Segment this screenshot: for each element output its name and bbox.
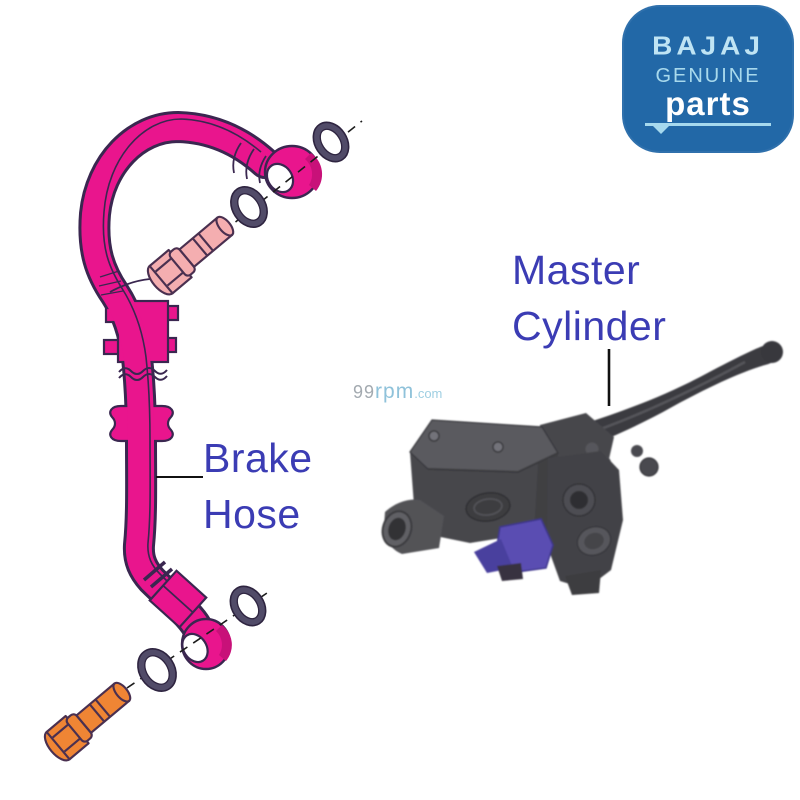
watermark-brand: rpm [375, 380, 415, 403]
logo-genuine-text: GENUINE [655, 65, 761, 87]
sealing-washers [137, 121, 350, 692]
sealing-washer [137, 648, 177, 692]
clamp-cylinder-face [584, 532, 604, 550]
logo-down-arrow-icon [653, 126, 669, 134]
lid-screw [492, 441, 504, 453]
logo-underline [645, 123, 771, 134]
logo-parts-text: parts [665, 85, 751, 122]
reservoir-lid-edge [427, 452, 559, 474]
hose-spring-clip [118, 367, 168, 381]
lid-screws [428, 430, 504, 453]
master-cylinder-label-line1: Master [512, 247, 641, 293]
brake-hose-label-line1: Brake [203, 435, 313, 481]
sight-glass [465, 492, 511, 522]
brake-hose-label-line2: Hose [203, 491, 301, 537]
sealing-washer [230, 186, 268, 228]
banjo-bolt-top [146, 215, 235, 296]
switch-connector-wing [474, 539, 513, 573]
watermark: 99rpm.com [353, 381, 442, 405]
sight-glass-inner [473, 498, 503, 516]
brake-hose-graphic [78, 110, 323, 671]
clamp-body [547, 451, 623, 589]
banjo-eye-top [263, 144, 323, 200]
watermark-tld: .com [414, 386, 443, 401]
mirror-boss-bore [570, 491, 588, 509]
logo-brand-text: BAJAJ [652, 31, 764, 60]
hose-neck-ribs [232, 142, 267, 184]
master-cylinder-photo [381, 341, 783, 595]
assembly-axis-bottom [126, 592, 268, 689]
master-cylinder-label-line2: Cylinder [512, 303, 667, 349]
sealing-washer [312, 121, 350, 163]
banjo-bolt-bottom [43, 681, 132, 762]
hose-joint-hatching [98, 270, 151, 296]
hose-seam-line [102, 118, 262, 601]
lever-ball-end [761, 341, 783, 363]
adjuster-knob [639, 457, 659, 477]
clamp-foot [565, 570, 601, 595]
sealing-washer [229, 585, 267, 627]
adjuster-knob-small [631, 445, 643, 457]
switch-connector-tab [497, 563, 523, 581]
banjo-eye-bottom [180, 617, 232, 671]
hose-lower-collar [148, 569, 208, 629]
lid-screw [428, 430, 440, 442]
bajaj-genuine-parts-logo: BAJAJ GENUINE parts [622, 5, 794, 153]
watermark-prefix: 99 [353, 382, 376, 402]
outlet-port-bore [388, 517, 406, 541]
brake-hose-tube [81, 113, 278, 650]
